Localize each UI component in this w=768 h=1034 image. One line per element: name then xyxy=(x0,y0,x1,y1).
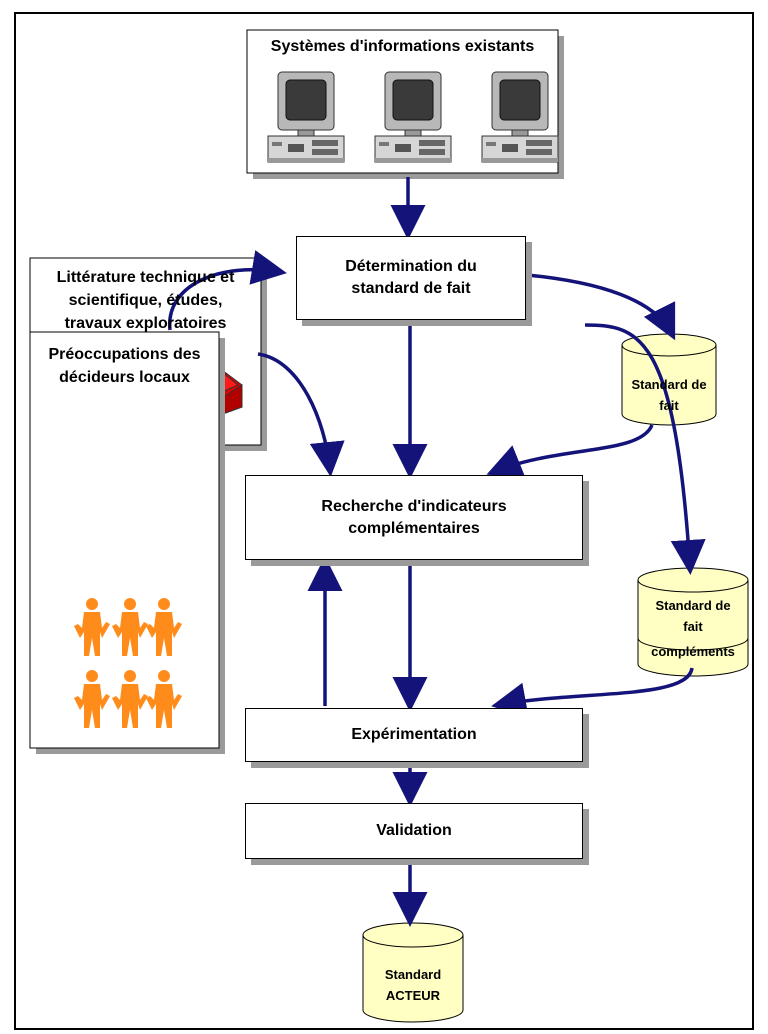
acteur-line-1: Standard xyxy=(384,967,442,982)
litterature-line-3: travaux exploratoires xyxy=(64,315,227,333)
preoccupations-line-1: Préoccupations des xyxy=(48,346,201,363)
standard-fait-line-1: Standard de xyxy=(631,377,707,392)
box-validation: Validation xyxy=(245,803,583,859)
box-determination: Détermination du standard de fait xyxy=(296,236,526,320)
preoccupations-title: Préoccupations des décideurs locaux xyxy=(30,343,219,389)
arrow-determination-standard xyxy=(526,273,676,341)
computer-icon xyxy=(267,71,345,163)
standard-acteur-label: Standard ACTEUR xyxy=(363,965,463,1007)
arrow-recherche-complements xyxy=(584,323,706,575)
computer-icons xyxy=(267,71,559,163)
validation-label: Validation xyxy=(376,822,452,840)
recherche-line-1: Recherche d'indicateurs xyxy=(321,497,507,515)
box-preoccupations xyxy=(29,331,225,754)
arrow-preoccupations-recherche xyxy=(168,250,287,331)
acteur-line-2: ACTEUR xyxy=(385,987,441,1003)
standard-complements-label: Standard de fait compléments xyxy=(638,596,748,662)
computer-icon xyxy=(481,71,559,163)
box-experimentation: Expérimentation xyxy=(245,708,583,762)
arrow-litterature-recherche xyxy=(257,352,345,477)
box-recherche: Recherche d'indicateurs complémentaires xyxy=(245,475,583,560)
determination-line-2: standard de fait xyxy=(351,280,471,297)
arrow-standard-recherche xyxy=(486,424,654,478)
cylinder-standard-acteur xyxy=(362,922,464,1023)
standard-fait-line-2: fait xyxy=(659,397,679,413)
cylinder-standard-fait-complements xyxy=(637,567,749,677)
systemes-title: Systèmes d'informations existants xyxy=(270,38,535,55)
arrow-complements-experimentation xyxy=(491,667,694,718)
litterature-title: Littérature technique et scientifique, é… xyxy=(30,266,261,336)
computer-icon xyxy=(374,71,452,163)
recherche-line-2: complémentaires xyxy=(348,519,480,537)
determination-line-1: Détermination du xyxy=(345,258,477,276)
litterature-line-1: Littérature technique et xyxy=(56,269,235,286)
complements-line-3: compléments xyxy=(651,643,735,659)
complements-line-2: fait xyxy=(683,618,703,634)
experimentation-label: Expérimentation xyxy=(351,726,477,744)
preoccupations-line-2: décideurs locaux xyxy=(59,369,190,387)
complements-line-1: Standard de xyxy=(655,598,731,613)
litterature-line-2: scientifique, études, xyxy=(68,292,223,310)
standard-fait-label: Standard de fait xyxy=(622,375,716,417)
